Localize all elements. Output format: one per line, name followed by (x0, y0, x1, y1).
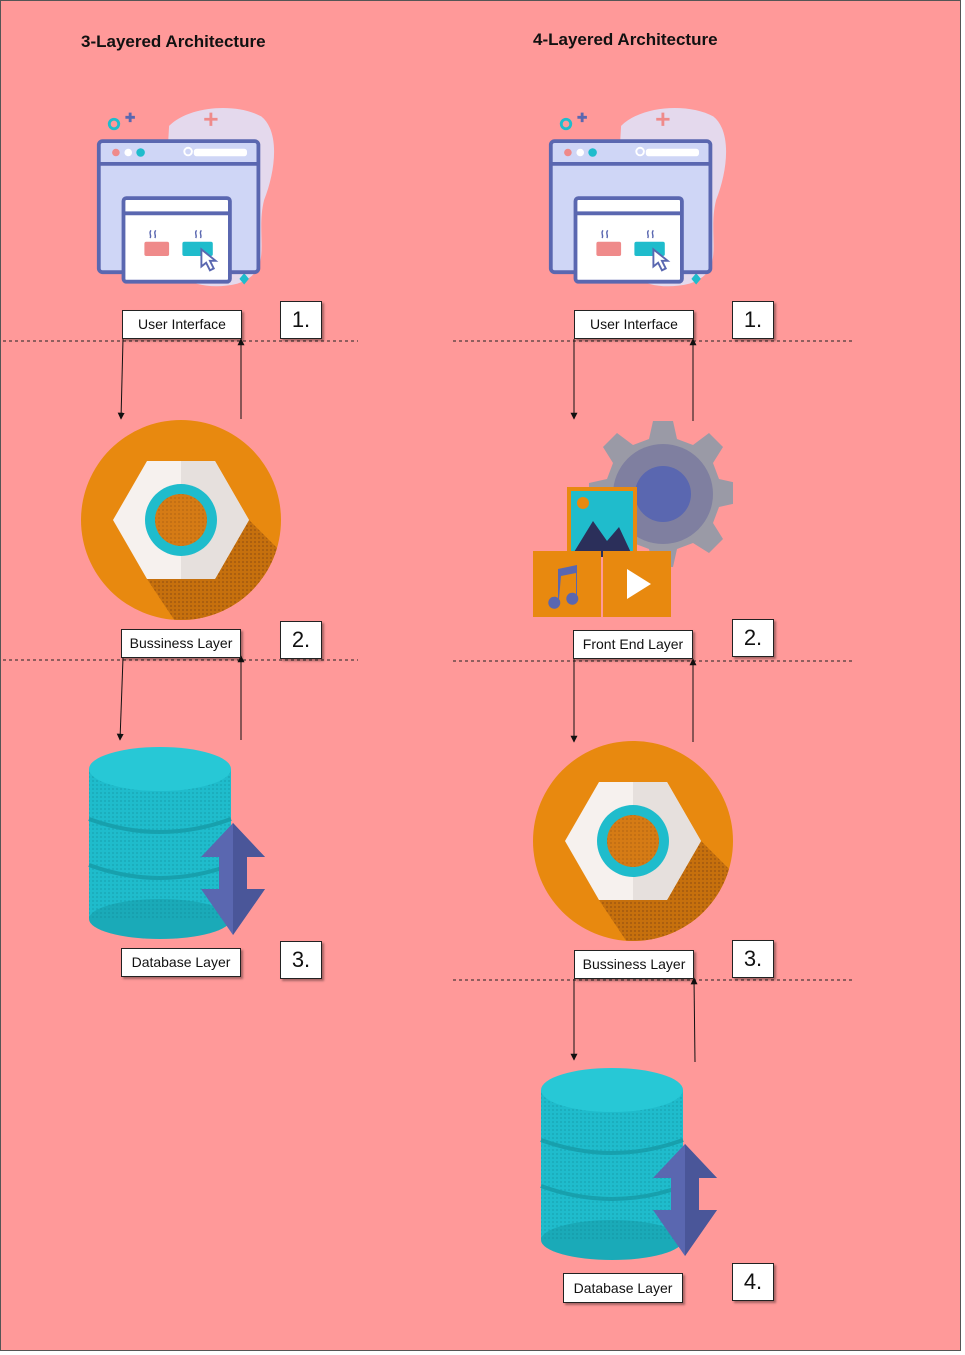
layer-label-business: Bussiness Layer (574, 950, 694, 979)
arrow-down (116, 657, 124, 741)
browser-window-icon (95, 105, 285, 295)
column-title-4-layer: 4-Layered Architecture (533, 30, 718, 49)
layer-label-database: Database Layer (121, 948, 241, 977)
database-icon (83, 739, 283, 939)
layer-number: 1. (280, 301, 322, 339)
layer-label-front-end: Front End Layer (573, 630, 693, 659)
layer-number: 4. (732, 1263, 774, 1301)
hex-nut-icon (533, 741, 733, 941)
layer-label-user-interface: User Interface (574, 310, 694, 339)
layer-number: 3. (280, 941, 322, 979)
browser-window-icon (547, 105, 737, 295)
layer-label-business: Bussiness Layer (121, 629, 241, 658)
column-title-3-layer: 3-Layered Architecture (81, 32, 266, 51)
layer-number: 1. (732, 301, 774, 339)
layer-label-database: Database Layer (563, 1273, 683, 1303)
layer-number: 2. (732, 619, 774, 657)
layer-label-user-interface: User Interface (122, 310, 242, 339)
arrow-up (690, 977, 698, 1063)
hex-nut-icon (81, 420, 281, 620)
database-icon (535, 1060, 735, 1260)
layer-number: 2. (280, 621, 322, 659)
arrow-down (117, 338, 125, 420)
media-gear-icon (533, 421, 733, 621)
layer-number: 3. (732, 940, 774, 978)
